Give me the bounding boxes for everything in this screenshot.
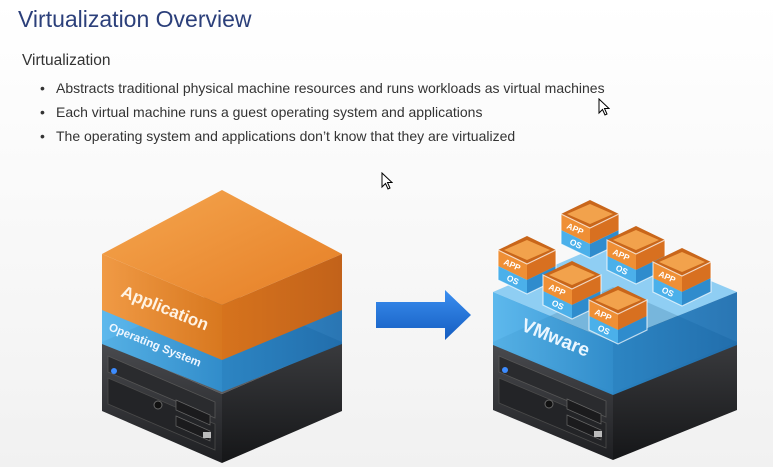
- vm-os-label: OS: [596, 323, 612, 337]
- application-layer: Application: [102, 190, 342, 360]
- bullet-item: •Each virtual machine runs a guest opera…: [40, 104, 483, 120]
- vm-os-label: OS: [568, 237, 584, 251]
- vm-os-label: OS: [550, 298, 566, 312]
- bullet-item: •Abstracts traditional physical machine …: [40, 80, 605, 96]
- vm-os-label: OS: [614, 263, 630, 277]
- slide-title: Virtualization Overview: [18, 6, 252, 32]
- physical-stack: Operating System Application: [102, 190, 342, 463]
- bullet-list: •Abstracts traditional physical machine …: [40, 77, 605, 149]
- vm-os-label: OS: [660, 285, 676, 299]
- mouse-cursor-icon: [381, 172, 393, 190]
- section-heading: Virtualization: [22, 52, 111, 69]
- mouse-cursor-icon: [598, 98, 610, 116]
- bullet-text: Abstracts traditional physical machine r…: [56, 80, 605, 96]
- bullet-text: Each virtual machine runs a guest operat…: [56, 104, 483, 120]
- bullet-item: •The operating system and applications d…: [40, 128, 516, 144]
- arrow-icon: [376, 290, 471, 340]
- bullet-text: The operating system and applications do…: [56, 128, 516, 144]
- vm-os-label: OS: [505, 273, 521, 287]
